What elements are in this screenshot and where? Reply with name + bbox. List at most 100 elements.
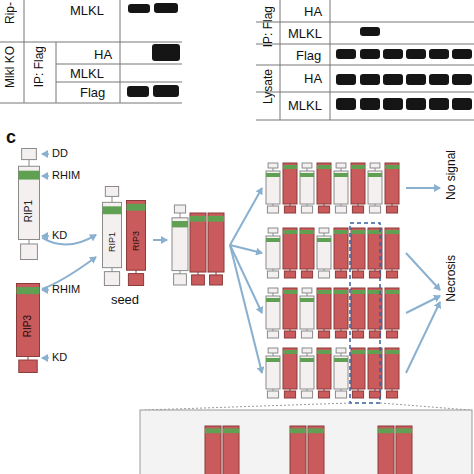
blot-band [383, 49, 403, 59]
row-label: Flag [296, 49, 321, 62]
rhim-band [308, 428, 324, 433]
blot-band [383, 98, 403, 110]
rip3-molecule [351, 163, 365, 213]
rip3-molecule [290, 426, 306, 474]
linker [112, 196, 113, 202]
rip3-molecule [223, 426, 239, 474]
kd-domain [104, 272, 119, 286]
leader-arrow [42, 175, 49, 177]
highlight-box [350, 223, 380, 403]
body [290, 426, 306, 474]
body [385, 163, 399, 204]
rip1-molecule [19, 149, 40, 260]
blot-band [152, 44, 180, 61]
body [351, 348, 365, 389]
body [317, 163, 331, 204]
blot-band [360, 27, 380, 36]
molecule-name-holder: RIP3 [126, 212, 146, 270]
rhim-band [351, 230, 365, 234]
kd-domain [335, 206, 346, 213]
dd-domain [336, 163, 346, 168]
kd-domain [128, 274, 143, 286]
domain-label: DD [52, 148, 68, 159]
table-rule [256, 120, 474, 121]
table-rule [280, 0, 281, 120]
blot-band [128, 4, 150, 13]
row-label: MLKL [70, 67, 104, 80]
rip3-molecule [385, 228, 399, 278]
body [17, 284, 40, 357]
rhim-band [127, 204, 146, 211]
kd-domain [192, 275, 205, 285]
flow-arrow [230, 245, 262, 373]
rhim-band [351, 290, 365, 294]
kd-domain [301, 271, 312, 278]
kd-domain [318, 331, 329, 338]
molecule-name: RIP1 [108, 232, 117, 252]
blot-band [153, 85, 179, 97]
body [378, 426, 394, 474]
body [368, 228, 382, 269]
curved-arrow [42, 235, 96, 245]
rhim-band [103, 206, 122, 214]
molecule-name-holder: RIP1 [18, 182, 40, 240]
kd-domain [318, 271, 329, 278]
table-rule [24, 0, 25, 103]
blot-band [383, 74, 403, 85]
rip3-molecule [351, 288, 365, 338]
rhim-band [317, 350, 331, 354]
rhim-band [300, 298, 314, 302]
row-label: MLKL [70, 4, 104, 17]
rhim-band [205, 428, 221, 433]
table-rule [56, 64, 182, 65]
rip1-molecule [368, 163, 382, 213]
seed-group: seed RIP1 RIP3 [98, 186, 152, 308]
gene-label: Rip- [4, 2, 16, 24]
blot-band [336, 98, 356, 110]
kd-domain [210, 275, 223, 285]
kd-domain [335, 271, 346, 278]
rip3-molecule [283, 348, 297, 398]
kd-domain [174, 274, 187, 285]
rhim-band [300, 173, 314, 177]
rhim-band [266, 238, 280, 242]
body [368, 171, 382, 204]
rip1-molecule [300, 288, 314, 338]
table-rule [0, 103, 182, 104]
blot-band [406, 98, 426, 110]
dd-domain [268, 228, 278, 233]
rhim-band [351, 165, 365, 169]
blot-band [406, 74, 426, 85]
leader-arrow [42, 289, 49, 291]
kd-domain [318, 206, 329, 213]
dd-domain [105, 187, 118, 197]
rip3-molecule [283, 288, 297, 338]
rhim-band [300, 230, 314, 234]
row-label: MLKL [288, 27, 322, 40]
body [385, 228, 399, 269]
kd-domain [284, 331, 295, 338]
body [351, 288, 365, 329]
rip1-molecule [266, 163, 280, 213]
body [266, 171, 280, 204]
body [317, 288, 331, 329]
condition-label: IP: Flag [33, 46, 45, 87]
rip3-molecule [308, 426, 324, 474]
blot-band [360, 74, 380, 85]
linker [136, 270, 137, 273]
body [283, 228, 297, 269]
rip3-molecule [17, 284, 40, 373]
row-label: HA [304, 5, 322, 18]
kd-domain [352, 271, 363, 278]
kd-domain [267, 271, 278, 278]
molecule-name: RIP3 [23, 315, 33, 337]
rhim-band [385, 350, 399, 354]
body [351, 228, 365, 269]
group-heading: seed [98, 292, 152, 306]
domain-label: KD [52, 352, 67, 363]
table-rule [256, 44, 474, 45]
blot-band [429, 49, 449, 59]
rip3-molecule [351, 228, 365, 278]
rhim-band [396, 428, 412, 433]
molecule-name-holder: RIP3 [16, 296, 40, 357]
